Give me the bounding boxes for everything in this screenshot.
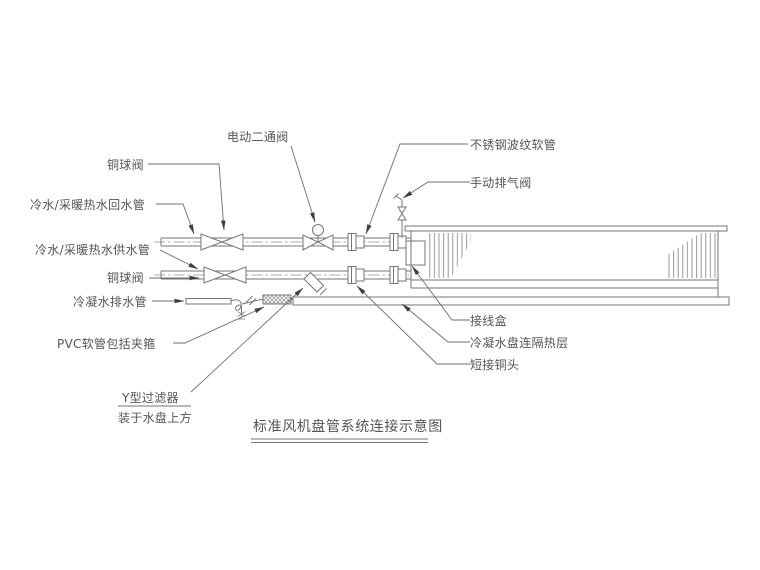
manual-air-vent-valve (393, 193, 407, 238)
leader-ball-valve-top (148, 163, 226, 231)
label-stainless-hose: 不锈钢波纹软管 (470, 137, 556, 152)
electric-two-way-valve (302, 224, 334, 251)
condensate-drain-assembly (185, 294, 293, 320)
drain-trap-hose (230, 299, 242, 311)
coil-hatch-right (666, 233, 716, 278)
label-ball-valve-bottom: 铜球阀 (107, 270, 144, 285)
label-y-strainer-note: 装于水盘上方 (118, 410, 192, 425)
leader-electric-valve (290, 145, 316, 223)
label-condensate-drain: 冷凝水排水管 (73, 294, 147, 309)
hose-union-return-right (389, 233, 407, 251)
label-ball-valve-top: 铜球阀 (107, 157, 144, 172)
drawing-title: 标准风机盘管系统连接示意图 (253, 418, 443, 435)
leader-stainless-hose (365, 143, 468, 235)
leader-y-strainer (190, 287, 304, 393)
leader-lines (148, 143, 470, 393)
label-supply-pipe: 冷水/采暖热水供水管 (35, 242, 150, 257)
label-y-strainer: Y型过滤器 (121, 391, 179, 405)
leader-short-copper (356, 285, 470, 365)
fan-coil-unit (292, 225, 730, 306)
label-pvc-hose: PVC软管包括夹箍 (57, 336, 156, 351)
junction-box (405, 240, 426, 266)
label-junction-box: 接线盒 (470, 313, 507, 328)
label-air-vent: 手动排气阀 (470, 175, 532, 190)
hose-clamp-tick (245, 295, 253, 303)
y-strainer (303, 271, 327, 296)
leader-condensate-pan (401, 303, 470, 343)
drain-pipe (185, 298, 232, 305)
label-condensate-pan: 冷凝水盘连隔热层 (470, 335, 568, 350)
leader-junction-box (411, 265, 470, 321)
leader-supply-pipe (159, 249, 199, 270)
drawing-title-block: 标准风机盘管系统连接示意图 (251, 418, 443, 443)
label-short-copper: 短接铜头 (470, 357, 519, 372)
label-electric-valve: 电动二通阀 (227, 130, 289, 144)
condensate-pan (292, 296, 730, 306)
hose-union-supply-right (389, 266, 407, 284)
leader-air-vent (402, 181, 470, 199)
leader-pvc-hose (173, 306, 265, 344)
ball-valve-return (200, 233, 244, 251)
ball-valve-supply (203, 266, 247, 284)
hose-union-supply-left (347, 266, 365, 284)
label-return-pipe: 冷水/采暖热水回水管 (30, 197, 145, 212)
leader-return-pipe (156, 203, 195, 235)
unit-top-plate (404, 225, 728, 232)
supply-pipe (154, 270, 411, 280)
strainer-endcap (319, 288, 327, 296)
coil-hatch-left (429, 233, 471, 278)
hose-union-return-left (347, 233, 365, 251)
return-pipe (154, 237, 411, 247)
valve-actuator-circle (312, 224, 324, 236)
